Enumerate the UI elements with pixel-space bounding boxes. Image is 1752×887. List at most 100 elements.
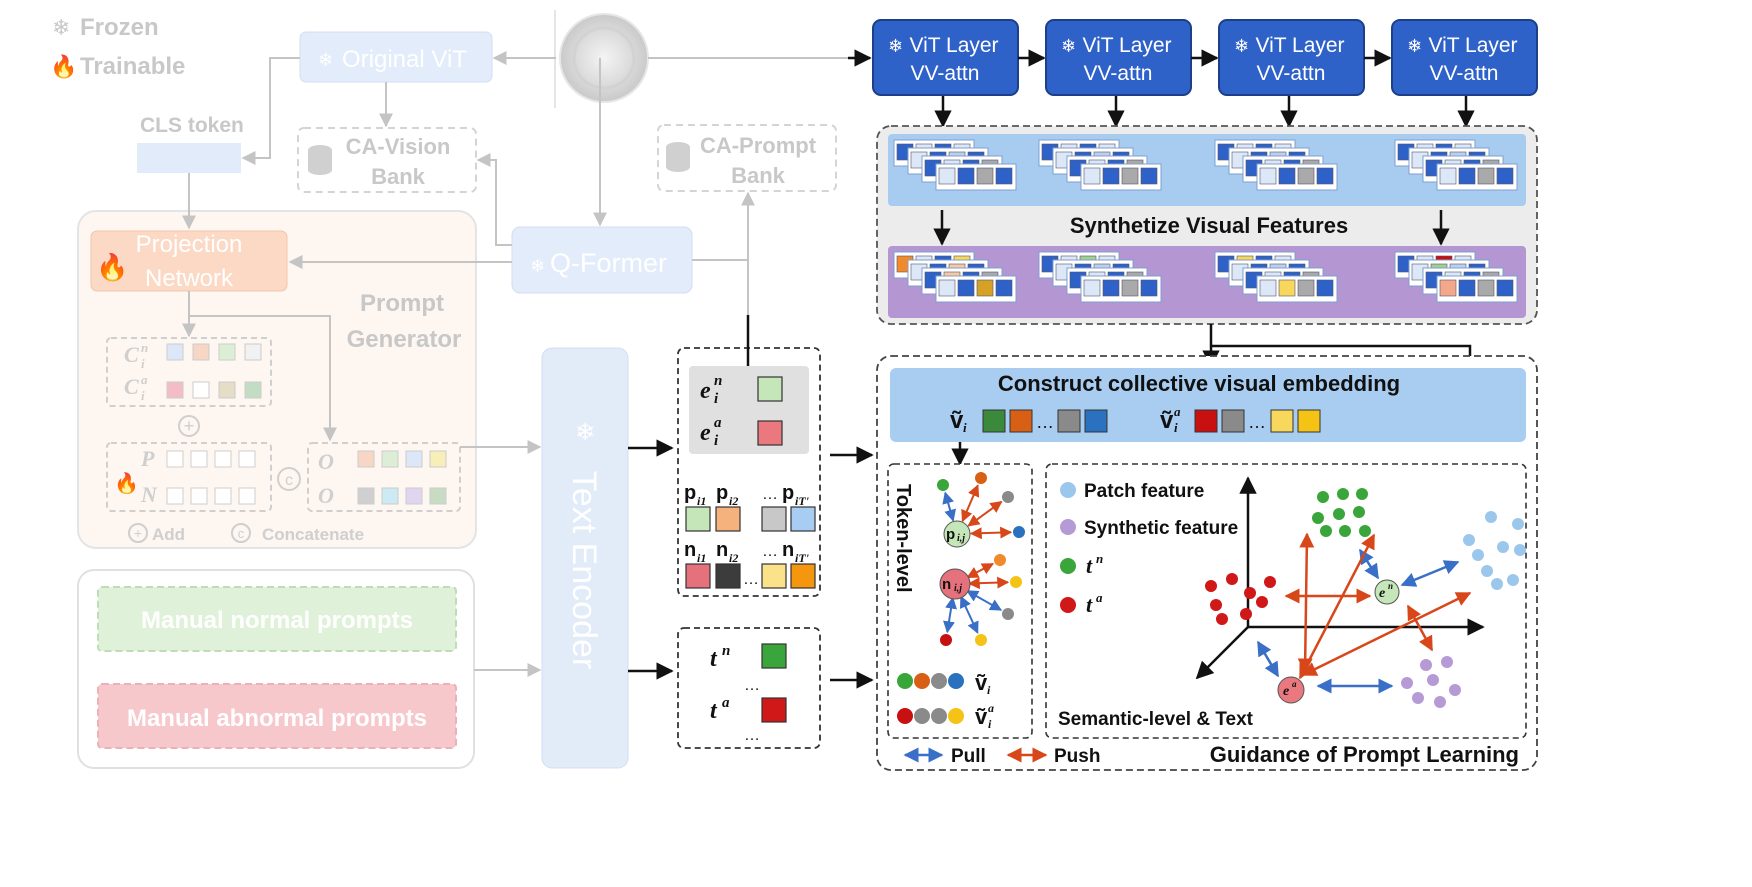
synthetic-stack-4 xyxy=(1394,251,1518,303)
n-cluster-dot-5 xyxy=(994,554,1006,566)
semantic-push-arrow-8 xyxy=(1301,591,1472,677)
patch-cluster-dot-3 xyxy=(1512,518,1524,530)
snowflake-icon: ❄ xyxy=(1234,36,1249,56)
svg-text:n: n xyxy=(1096,551,1103,566)
guidance-panel: Construct collective visual embedding ṽ … xyxy=(876,355,1538,771)
svg-text:i2: i2 xyxy=(729,494,738,508)
ta-cluster-dot-7 xyxy=(1240,608,1252,620)
t-normal-label: t xyxy=(710,646,718,672)
cls-token-box xyxy=(137,143,241,173)
svg-text:a: a xyxy=(141,372,148,387)
svg-text:c: c xyxy=(238,526,245,541)
legend-trainable: Trainable xyxy=(80,53,185,80)
ta-legend-dot xyxy=(1060,597,1076,613)
snowflake-icon: ❄ xyxy=(575,419,595,446)
ta-cluster-dot-3 xyxy=(1264,576,1276,588)
semantic-clusters xyxy=(1205,488,1526,708)
svg-text:…: … xyxy=(743,571,759,588)
middle-column: e n i e a i p i1 p i2 … p iT' n i1 n i2 … xyxy=(628,315,874,749)
p-cluster-dot-1 xyxy=(937,479,949,491)
tn-cluster-dot-6 xyxy=(1353,506,1365,518)
t-abnormal-label: t xyxy=(710,698,718,724)
token-p-cluster xyxy=(937,472,1025,540)
collective-title: Construct collective visual embedding xyxy=(998,371,1400,396)
patch-cluster-dot-6 xyxy=(1514,544,1526,556)
token-level-title: Token-level xyxy=(892,484,914,593)
vit-layer-3: ❄ ViT Layer VV-attn xyxy=(1218,19,1365,96)
patch-cluster-dot-9 xyxy=(1491,578,1503,590)
n-iT-label: n xyxy=(782,539,794,561)
vit-layer-2: ❄ ViT Layer VV-attn xyxy=(1045,19,1192,96)
n-label: N xyxy=(140,482,158,507)
tn-cluster-dot-3 xyxy=(1356,488,1368,500)
svg-text:a: a xyxy=(714,415,722,431)
snowflake-icon: ❄ xyxy=(1061,36,1076,56)
ea-node xyxy=(1277,676,1305,704)
manual-abnormal-label: Manual abnormal prompts xyxy=(127,705,427,732)
svg-text:i: i xyxy=(141,356,145,371)
collective-embedding-band xyxy=(890,368,1526,442)
p-cluster-arrow-4 xyxy=(969,526,1013,540)
tn-cluster-dot-2 xyxy=(1337,488,1349,500)
ta-cluster-dot-4 xyxy=(1210,599,1222,611)
t-abnormal-token xyxy=(761,697,787,723)
svg-text:i: i xyxy=(987,683,991,697)
e-abnormal-token xyxy=(757,420,783,446)
svg-text:p: p xyxy=(946,526,955,543)
ta-cluster-dot-8 xyxy=(1244,587,1256,599)
flame-icon: 🔥 xyxy=(50,54,77,79)
t-normal-token xyxy=(761,643,787,669)
va-tokens: … xyxy=(1194,409,1321,433)
synthetic-feature-stacks xyxy=(893,251,1518,303)
svg-text:VV-attn: VV-attn xyxy=(911,62,980,85)
svg-text:n: n xyxy=(1388,581,1393,591)
svg-text:+: + xyxy=(134,525,142,541)
svg-text:ViT Layer: ViT Layer xyxy=(1255,34,1344,57)
n-cluster-dot-1 xyxy=(1010,576,1022,588)
svg-text:ViT Layer: ViT Layer xyxy=(1082,34,1171,57)
n-cluster-arrow-1 xyxy=(967,576,1010,590)
svg-text:+: + xyxy=(184,416,195,436)
vit-layer-row: ❄ ViT Layer VV-attn ❄ ViT Layer VV-attn … xyxy=(848,19,1538,128)
o-normal-tokens xyxy=(357,450,447,468)
synthetic-feature-legend: Synthetic feature xyxy=(1084,518,1238,539)
legend-frozen: Frozen xyxy=(80,14,159,41)
ca-vision-label-2: Bank xyxy=(371,164,426,189)
p-tokens xyxy=(166,450,256,468)
n-token-row: … xyxy=(685,563,816,589)
n-cluster-dot-4 xyxy=(940,634,952,646)
synthetic-cluster-dot-6 xyxy=(1412,692,1424,704)
synthetic-stack-2 xyxy=(1038,251,1162,303)
text-encoder-box xyxy=(541,347,629,769)
synthetic-stack-3 xyxy=(1214,251,1338,303)
synthetic-cluster-dot-1 xyxy=(1420,659,1432,671)
p-center-node xyxy=(943,520,971,548)
e-normal-label: e xyxy=(700,378,711,404)
p-cluster-dot-3 xyxy=(1002,491,1014,503)
ca-vision-label-1: CA-Vision xyxy=(346,134,451,159)
patch-cluster-dot-4 xyxy=(1472,549,1484,561)
tn-legend-dot xyxy=(1060,558,1076,574)
patch-feature-stacks xyxy=(893,139,1518,191)
ca-vision-bank-box xyxy=(297,127,477,193)
o-abnormal-tokens xyxy=(357,487,447,505)
tn-cluster-dot-9 xyxy=(1359,525,1371,537)
svg-text:i: i xyxy=(963,420,967,435)
patch-cluster-dot-7 xyxy=(1481,565,1493,577)
synthetic-cluster-dot-2 xyxy=(1441,656,1453,668)
svg-text:a: a xyxy=(988,701,994,715)
svg-text:i2: i2 xyxy=(729,551,738,565)
n-i1-label: n xyxy=(684,539,696,561)
svg-text:i: i xyxy=(988,717,992,731)
n-cluster-arrow-5 xyxy=(966,562,994,579)
ta-cluster-dot-1 xyxy=(1205,580,1217,592)
svg-text:n: n xyxy=(141,340,148,355)
svg-text:e: e xyxy=(1283,684,1289,699)
push-legend: Push xyxy=(1054,746,1100,767)
svg-text:ViT Layer: ViT Layer xyxy=(909,34,998,57)
projection-label-1: Projection xyxy=(136,231,243,258)
snowflake-icon: ❄ xyxy=(318,50,333,70)
svg-text:…: … xyxy=(1036,412,1054,432)
svg-text:iT': iT' xyxy=(795,494,810,508)
